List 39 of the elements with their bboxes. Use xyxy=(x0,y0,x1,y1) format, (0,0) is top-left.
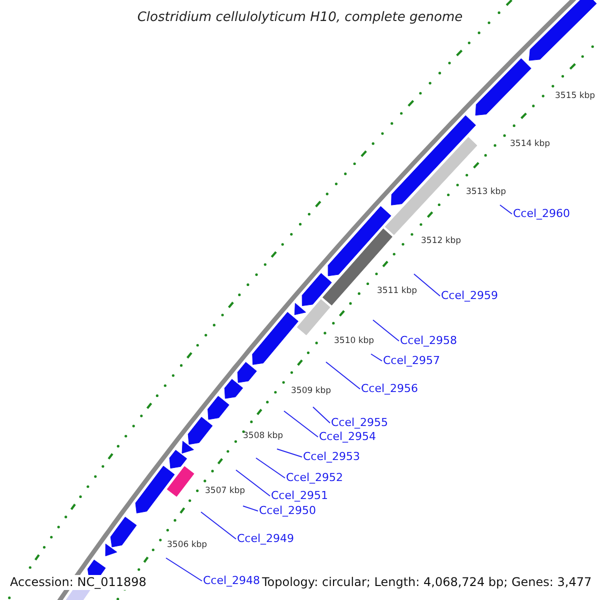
gene-label: Ccel_2958 xyxy=(400,334,458,348)
gene-label: Ccel_2957 xyxy=(383,354,440,368)
leader-line xyxy=(276,448,302,458)
gene-label: Ccel_2953 xyxy=(303,450,360,464)
leader-line xyxy=(236,470,270,496)
scale-label: 3514 kbp xyxy=(510,138,550,150)
gene-label: Ccel_2950 xyxy=(259,504,316,518)
leader-line xyxy=(166,558,202,582)
gene-label: Ccel_2951 xyxy=(271,489,328,503)
leader-line xyxy=(500,204,512,214)
diagram-title: Clostridium cellulolyticum H10, complete genome xyxy=(136,9,464,26)
leader-line xyxy=(326,362,360,390)
footer-text: Accession: NC_011898 xyxy=(8,574,148,590)
scale-label: 3512 kbp xyxy=(421,236,462,246)
scale-label: 3513 kbp xyxy=(466,186,506,198)
leader-line xyxy=(242,506,258,512)
leader-line xyxy=(414,274,440,296)
gene-label: Ccel_2955 xyxy=(331,416,388,430)
leader-line xyxy=(200,512,236,540)
scale-label: 3510 kbp xyxy=(334,336,374,346)
leader-line xyxy=(284,410,318,438)
gene-label: Ccel_2949 xyxy=(237,532,294,546)
gene-label: Ccel_2959 xyxy=(441,289,498,303)
gene-label: Ccel_2954 xyxy=(319,430,376,444)
leader-line xyxy=(370,354,382,362)
scale-label: 3515 kbp xyxy=(555,90,596,102)
scale-label: 3508 kbp xyxy=(243,430,284,442)
leader-line xyxy=(256,458,286,478)
scale-label: 3506 kbp xyxy=(167,540,208,550)
scale-label: 3511 kbp xyxy=(377,286,418,296)
leader-line xyxy=(372,320,400,342)
gene-label: Ccel_2956 xyxy=(361,382,418,396)
scale-label: 3509 kbp xyxy=(291,386,332,396)
gene-label: Ccel_2960 xyxy=(513,207,570,221)
gene-label: Ccel_2948 xyxy=(203,574,260,588)
leader-line xyxy=(312,406,330,424)
scale-label: 3507 kbp xyxy=(205,486,246,496)
footer-text: Topology: circular; Length: 4,068,724 bp; Genes: 3,477 xyxy=(260,574,594,590)
gene-label: Ccel_2952 xyxy=(286,471,344,485)
